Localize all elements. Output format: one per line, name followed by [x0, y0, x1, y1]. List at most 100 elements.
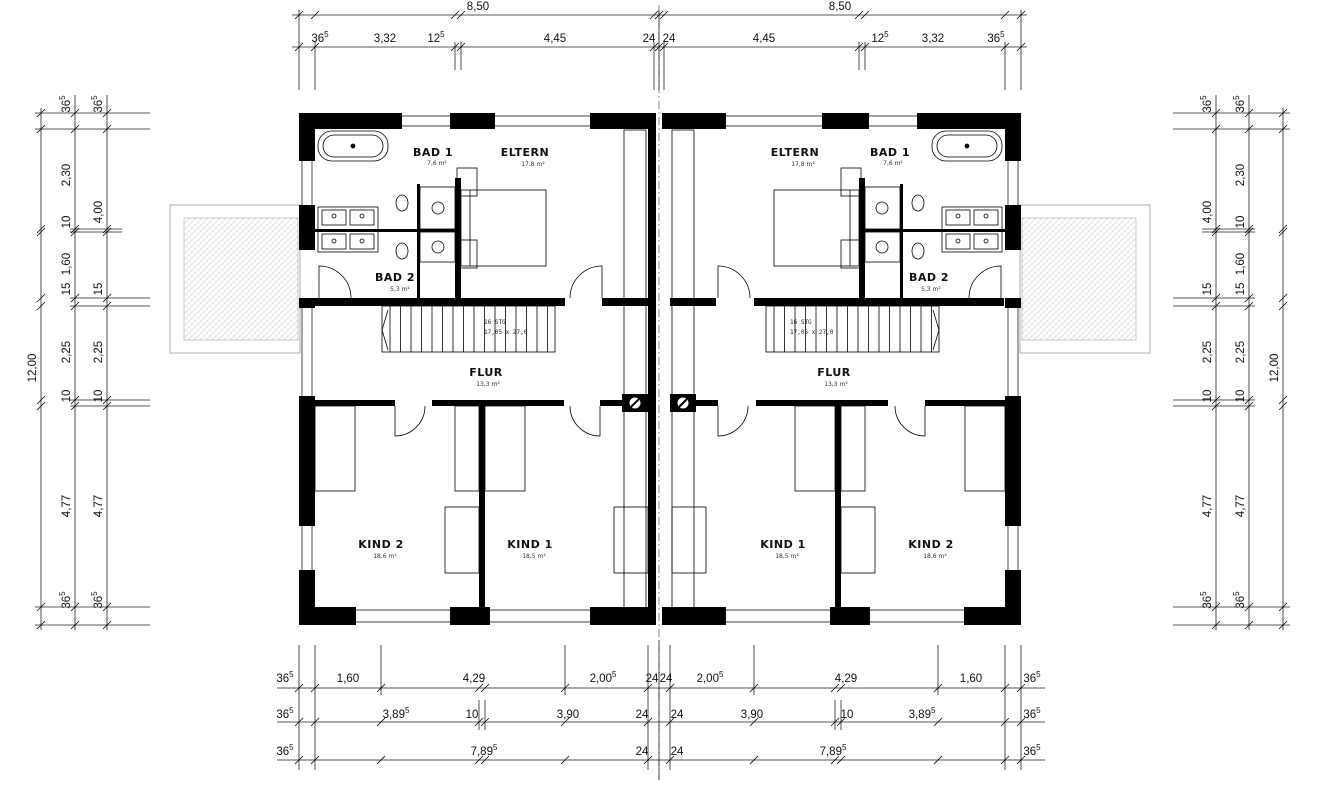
room-kind1-left-area: 18,5 m²: [522, 553, 546, 560]
dim-tick: [70, 395, 80, 405]
dim-tick: [560, 755, 570, 765]
dim-tick: [310, 755, 320, 765]
dim-tick: [1278, 224, 1288, 234]
dim-tick: [70, 224, 80, 234]
dim-tick: [749, 755, 759, 765]
dim-tick: [102, 301, 112, 311]
dim-tick: [36, 620, 46, 630]
dim-ls-total: 12,00: [27, 354, 39, 383]
dim-top-r2: 125: [871, 30, 889, 45]
dim-tick: [102, 293, 112, 303]
dim-tick: [102, 620, 112, 630]
room-kind2-right-area: 18,6 m²: [923, 553, 947, 560]
dim-tick: [294, 42, 304, 52]
dim-ls-o1: 2,30: [61, 164, 73, 186]
chimney-right-icon: [670, 394, 696, 412]
dim-tick: [1211, 620, 1221, 630]
dim-rs-i3: 2,25: [1202, 341, 1214, 363]
dim-tick: [1244, 301, 1254, 311]
dim-tick: [70, 602, 80, 612]
room-eltern-right: ELTERN: [771, 146, 819, 159]
dim-tick: [376, 683, 386, 693]
kid-beds-right: [671, 405, 1006, 574]
shafts: [623, 129, 695, 609]
dim-tick: [854, 10, 864, 20]
dim-b3-l2: 24: [636, 746, 649, 758]
dim-tick: [70, 301, 80, 311]
dim-ls-i6: 365: [90, 591, 105, 609]
dim-tick: [836, 717, 846, 727]
dim-tick: [749, 683, 759, 693]
dim-tick: [480, 755, 490, 765]
dim-tick: [376, 717, 386, 727]
dim-tick: [70, 401, 80, 411]
dim-tick: [1244, 602, 1254, 612]
room-flur-right: FLUR: [817, 366, 851, 379]
dim-tick: [643, 683, 653, 693]
dim-tick: [102, 395, 112, 405]
dim-b3-l0: 365: [276, 743, 294, 758]
bath-fixtures-right: [840, 167, 1003, 269]
dim-tick: [659, 42, 669, 52]
dim-b1-r2: 4,29: [835, 673, 857, 685]
dim-tick: [294, 10, 304, 20]
dim-b2-l1: 3,895: [383, 706, 410, 721]
dim-rs-o7: 4,77: [1235, 495, 1247, 517]
dim-tick: [560, 683, 570, 693]
dim-tick: [36, 227, 46, 237]
dim-tick: [1211, 224, 1221, 234]
dim-tick: [1000, 755, 1010, 765]
dim-tick: [1244, 227, 1254, 237]
dim-tick: [654, 42, 664, 52]
dim-rs-i4: 10: [1202, 390, 1214, 403]
dim-tick: [1211, 401, 1221, 411]
dim-tick: [474, 683, 484, 693]
dim-tick: [474, 717, 484, 727]
dim-tick: [1000, 717, 1010, 727]
dim-tick: [1016, 755, 1026, 765]
dim-lines: [35, 10, 1290, 780]
dim-tick: [1278, 602, 1288, 612]
dim-rs-i0: 365: [1199, 95, 1214, 113]
dim-ls-o5: 2,25: [61, 341, 73, 363]
stairs-right: [765, 305, 940, 353]
kid-beds-left: [314, 405, 649, 574]
dim-tick: [450, 42, 460, 52]
dim-tick: [665, 683, 675, 693]
dim-tick: [1211, 293, 1221, 303]
terrace-right: [1019, 204, 1151, 354]
dim-tick: [102, 224, 112, 234]
dim-b1-r3: 1,60: [960, 673, 982, 685]
bathtub-right-icon: [931, 130, 1003, 162]
dim-tick: [310, 683, 320, 693]
dim-top-r3: 3,32: [922, 33, 944, 45]
dim-tick: [933, 717, 943, 727]
dim-b3-r2: 365: [1023, 743, 1041, 758]
dim-tick: [70, 293, 80, 303]
dim-tick: [480, 717, 490, 727]
dim-tick: [854, 42, 864, 52]
dim-top-total-right: 8,50: [829, 1, 851, 13]
dim-tick: [1244, 224, 1254, 234]
room-kind1-right-area: 18,5 m²: [775, 553, 799, 560]
dim-tick: [1211, 227, 1221, 237]
dim-tick: [474, 755, 484, 765]
dim-ls-o0: 365: [58, 95, 73, 113]
dim-tick: [102, 108, 112, 118]
dim-tick: [36, 395, 46, 405]
dim-tick: [1278, 395, 1288, 405]
dim-tick: [643, 717, 653, 727]
dim-tick: [36, 401, 46, 411]
room-flur-right-area: 13,3 m²: [824, 381, 848, 388]
room-kind1-left: KIND 1: [507, 538, 552, 551]
dim-tick: [830, 755, 840, 765]
windows: [301, 115, 1019, 623]
dim-ticks: [36, 10, 1288, 765]
dim-b3-r0: 24: [671, 746, 684, 758]
dim-b1-l2: 4,29: [463, 673, 485, 685]
dim-rs-total: 12,00: [1269, 354, 1281, 383]
dim-tick: [1016, 717, 1026, 727]
dim-rs-o1: 2,30: [1235, 164, 1247, 186]
dim-ls-i0: 365: [90, 95, 105, 113]
